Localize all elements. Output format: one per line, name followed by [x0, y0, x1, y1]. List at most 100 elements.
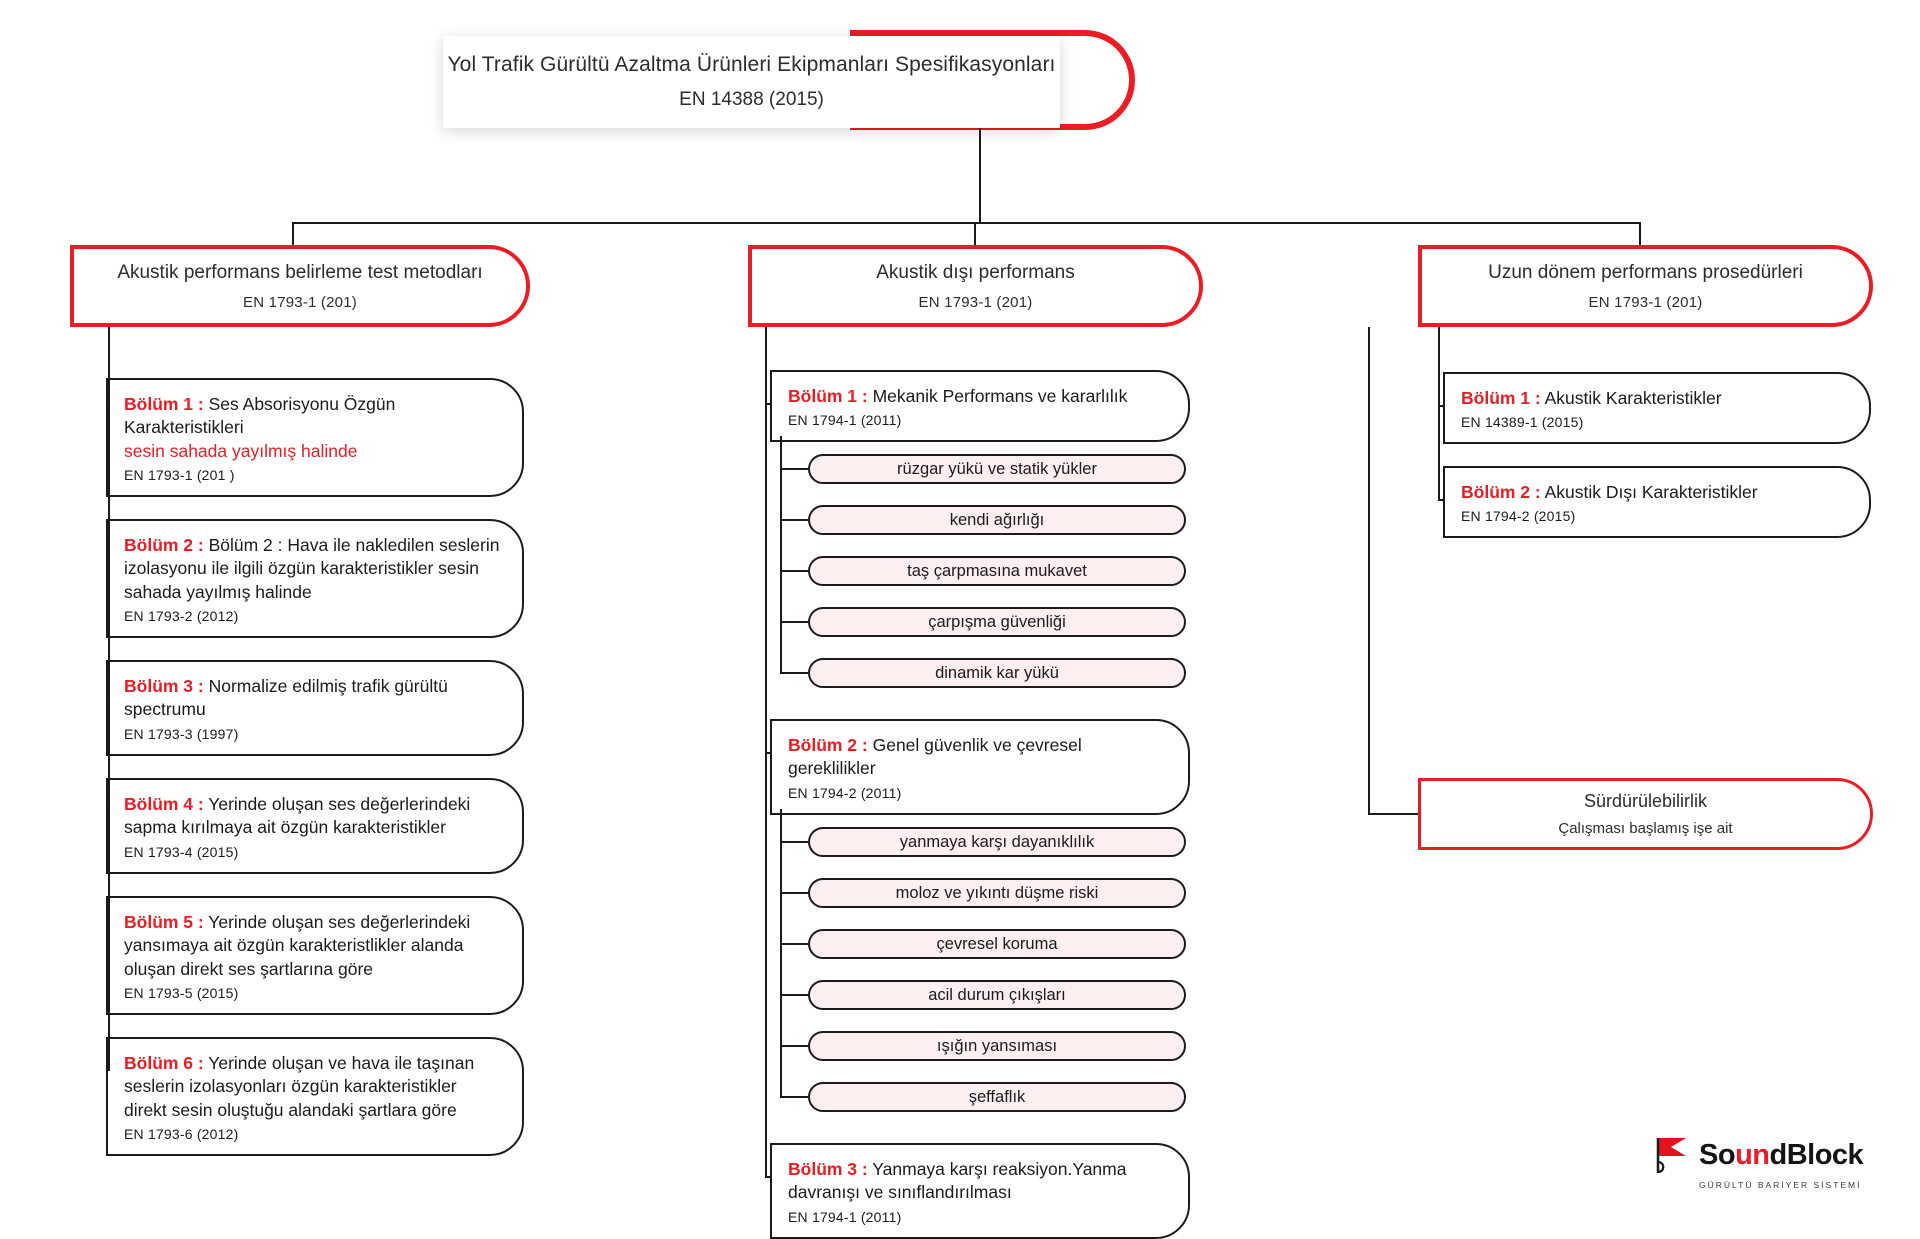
- logo-word-2: un: [1735, 1138, 1770, 1171]
- detail-card-desc: Akustik Karakteristikler: [1540, 388, 1722, 408]
- sustainability-title: Sürdürülebilirlik: [1583, 791, 1708, 811]
- soundblock-mark-icon: [1655, 1135, 1689, 1175]
- card-connector: [1438, 405, 1443, 407]
- pill-connector: [780, 672, 808, 674]
- detail-card: Bölüm 2 : Genel güvenlik ve çevresel ger…: [770, 719, 1190, 815]
- detail-card-text: Bölüm 5 : Yerinde oluşan ses değerlerind…: [124, 911, 500, 981]
- detail-card-label: Bölüm 2 :: [788, 735, 868, 755]
- detail-card-desc: Genel güvenlik ve çevresel gereklilikler: [788, 735, 1082, 779]
- detail-card: Bölüm 3 : Normalize edilmiş trafik gürül…: [106, 660, 524, 756]
- sub-pill: yanmaya karşı dayanıklılık: [808, 827, 1186, 857]
- column-spine-long-term-performance: [1438, 327, 1440, 500]
- detail-card-label: Bölüm 2 :: [1461, 482, 1541, 502]
- pill-spine: [780, 809, 782, 1098]
- column-header-acoustic-test-methods: Akustik performans belirleme test metodl…: [70, 245, 530, 327]
- detail-card-text: Bölüm 6 : Yerinde oluşan ve hava ile taş…: [124, 1052, 500, 1122]
- detail-card-text: Bölüm 2 : Genel güvenlik ve çevresel ger…: [788, 734, 1166, 781]
- logo-word-3: d: [1769, 1138, 1788, 1171]
- header-drop-non-acoustic-performance: [974, 222, 976, 245]
- detail-card-code: EN 1794-1 (2011): [788, 1208, 902, 1225]
- pill-connector: [780, 841, 808, 843]
- detail-card-label: Bölüm 1 :: [788, 386, 868, 406]
- detail-card: Bölüm 1 : Ses Absorisyonu Özgün Karakter…: [106, 378, 524, 498]
- header-bus: [292, 222, 1641, 224]
- pill-connector: [780, 892, 808, 894]
- pill-connector: [780, 468, 808, 470]
- detail-card-desc: Yerinde oluşan ses değerlerindeki yansım…: [124, 912, 471, 979]
- detail-card-code: EN 1793-5 (2015): [124, 985, 239, 1002]
- card-connector: [765, 752, 770, 754]
- detail-card-desc-highlight: sesin sahada yayılmış halinde: [124, 440, 358, 461]
- sustainability-subtitle: Çalışması başlamış işe ait: [1558, 820, 1733, 837]
- sustainability-spine: [1368, 327, 1370, 814]
- column-header-title: Uzun dönem performans prosedürleri: [1488, 261, 1803, 283]
- root-stem: [979, 128, 981, 222]
- column-spine-non-acoustic-performance: [765, 327, 767, 1177]
- detail-card-code: EN 1793-3 (1997): [124, 725, 239, 742]
- detail-card-text: Bölüm 3 : Normalize edilmiş trafik gürül…: [124, 675, 500, 722]
- column-header-long-term-performance: Uzun dönem performans prosedürleri EN 179…: [1418, 245, 1873, 327]
- column-header-title: Akustik dışı performans: [876, 261, 1075, 283]
- detail-card-desc: Yerinde oluşan ve hava ile taşınan sesle…: [124, 1053, 475, 1120]
- detail-card-code: EN 1793-6 (2012): [124, 1126, 239, 1143]
- pill-connector: [780, 621, 808, 623]
- detail-card-desc: Ses Absorisyonu Özgün Karakteristikleri: [124, 394, 396, 438]
- sub-pill: rüzgar yükü ve statik yükler: [808, 454, 1186, 484]
- detail-card: Bölüm 2 : Bölüm 2 : Hava ile nakledilen …: [106, 519, 524, 639]
- detail-card-desc: Yerinde oluşan ses değerlerindeki sapma …: [124, 794, 471, 838]
- detail-card-label: Bölüm 2 :: [124, 535, 204, 555]
- detail-card-label: Bölüm 1 :: [1461, 388, 1541, 408]
- detail-card-label: Bölüm 3 :: [788, 1159, 868, 1179]
- detail-card-desc: Akustik Dışı Karakteristikler: [1540, 482, 1758, 502]
- root-title-card: Yol Trafik Gürültü Azaltma Ürünleri Ekip…: [443, 36, 1060, 128]
- column-spine-acoustic-test-methods: [108, 327, 110, 1071]
- sub-pill: çevresel koruma: [808, 929, 1186, 959]
- detail-card: Bölüm 5 : Yerinde oluşan ses değerlerind…: [106, 896, 524, 1016]
- detail-card-text: Bölüm 1 : Ses Absorisyonu Özgün Karakter…: [124, 393, 500, 463]
- pill-spine: [780, 436, 782, 674]
- pill-connector: [780, 1096, 808, 1098]
- detail-card-label: Bölüm 1 :: [124, 394, 204, 414]
- detail-card-code: EN 1794-1 (2011): [788, 412, 902, 429]
- detail-card-text: Bölüm 1 : Mekanik Performans ve kararlıl…: [788, 385, 1166, 408]
- sub-pill: ışığın yansıması: [808, 1031, 1186, 1061]
- detail-card-desc: Mekanik Performans ve kararlılık: [867, 386, 1128, 406]
- detail-card: Bölüm 1 : Mekanik Performans ve kararlıl…: [770, 370, 1190, 443]
- detail-card-code: EN 1794-2 (2011): [788, 784, 902, 801]
- pill-connector: [780, 519, 808, 521]
- pill-connector: [780, 570, 808, 572]
- detail-card-text: Bölüm 3 : Yanmaya karşı reaksiyon.Yanma …: [788, 1158, 1166, 1205]
- root-title: Yol Trafik Gürültü Azaltma Ürünleri Ekip…: [447, 53, 1056, 76]
- detail-card-desc: Bölüm 2 : Hava ile nakledilen seslerin i…: [124, 535, 500, 602]
- logo-subtitle: GÜRÜLTÜ BARİYER SİSTEMİ: [1699, 1180, 1862, 1190]
- sub-pill: moloz ve yıkıntı düşme riski: [808, 878, 1186, 908]
- column-header-title: Akustik performans belirleme test metodl…: [117, 261, 483, 283]
- detail-card: Bölüm 1 : Akustik Karakteristikler EN 143…: [1443, 372, 1871, 445]
- detail-card-code: EN 1793-2 (2012): [124, 608, 239, 625]
- detail-card-text: Bölüm 1 : Akustik Karakteristikler: [1461, 387, 1847, 410]
- detail-card-code: EN 14389-1 (2015): [1461, 414, 1584, 431]
- column-header-code: EN 1793-1 (201): [243, 293, 357, 311]
- detail-card: Bölüm 4 : Yerinde oluşan ses değerlerind…: [106, 778, 524, 874]
- pill-connector: [780, 943, 808, 945]
- sustainability-connector: [1368, 813, 1418, 815]
- pill-connector: [780, 1045, 808, 1047]
- detail-card-text: Bölüm 2 : Akustik Dışı Karakteristikler: [1461, 481, 1847, 504]
- detail-card-label: Bölüm 5 :: [124, 912, 204, 932]
- detail-card-text: Bölüm 4 : Yerinde oluşan ses değerlerind…: [124, 793, 500, 840]
- sub-pill: şeffaflık: [808, 1082, 1186, 1112]
- logo-word-1: So: [1699, 1138, 1736, 1171]
- column-header-code: EN 1793-1 (201): [918, 293, 1033, 311]
- detail-card: Bölüm 6 : Yerinde oluşan ve hava ile taş…: [106, 1037, 524, 1157]
- sub-pill: acil durum çıkışları: [808, 980, 1186, 1010]
- sub-pill: çarpışma güvenliği: [808, 607, 1186, 637]
- card-connector: [765, 403, 770, 405]
- column-header-code: EN 1793-1 (201): [1588, 293, 1703, 311]
- column-header-non-acoustic-performance: Akustik dışı performans EN 1793-1 (201): [748, 245, 1203, 327]
- detail-card-text: Bölüm 2 : Bölüm 2 : Hava ile nakledilen …: [124, 534, 500, 604]
- detail-card-label: Bölüm 3 :: [124, 676, 204, 696]
